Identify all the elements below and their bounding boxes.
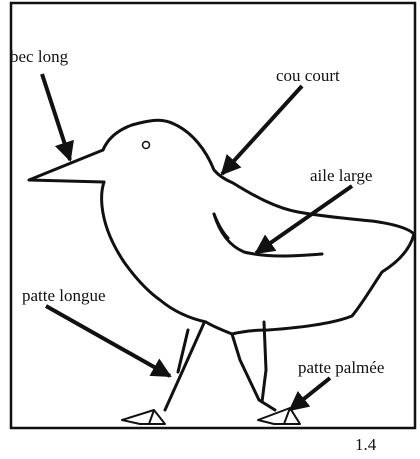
label-bec-long: bec long: [10, 47, 69, 66]
bird-leg-back: [232, 334, 275, 410]
arrow-neck: [222, 86, 302, 174]
arrow-leg: [46, 306, 170, 376]
bird-body-outline: [102, 120, 414, 334]
bird-foot-front: [122, 410, 165, 424]
bird-eye: [143, 142, 150, 149]
label-cou-court: cou court: [276, 66, 340, 85]
label-patte-longue: patte longue: [22, 286, 106, 305]
bird-foot-back: [258, 408, 300, 424]
label-patte-palmee: patte palmée: [298, 358, 384, 377]
arrow-wing: [256, 186, 352, 253]
arrow-beak: [42, 74, 70, 160]
arrow-foot: [290, 378, 330, 410]
bird-leg-front: [165, 323, 204, 410]
bird-wing-edge: [214, 214, 228, 238]
label-aile-large: aile large: [310, 166, 372, 185]
bird-leg-back-inner: [262, 322, 266, 402]
figure-number: 1.4: [355, 435, 377, 454]
